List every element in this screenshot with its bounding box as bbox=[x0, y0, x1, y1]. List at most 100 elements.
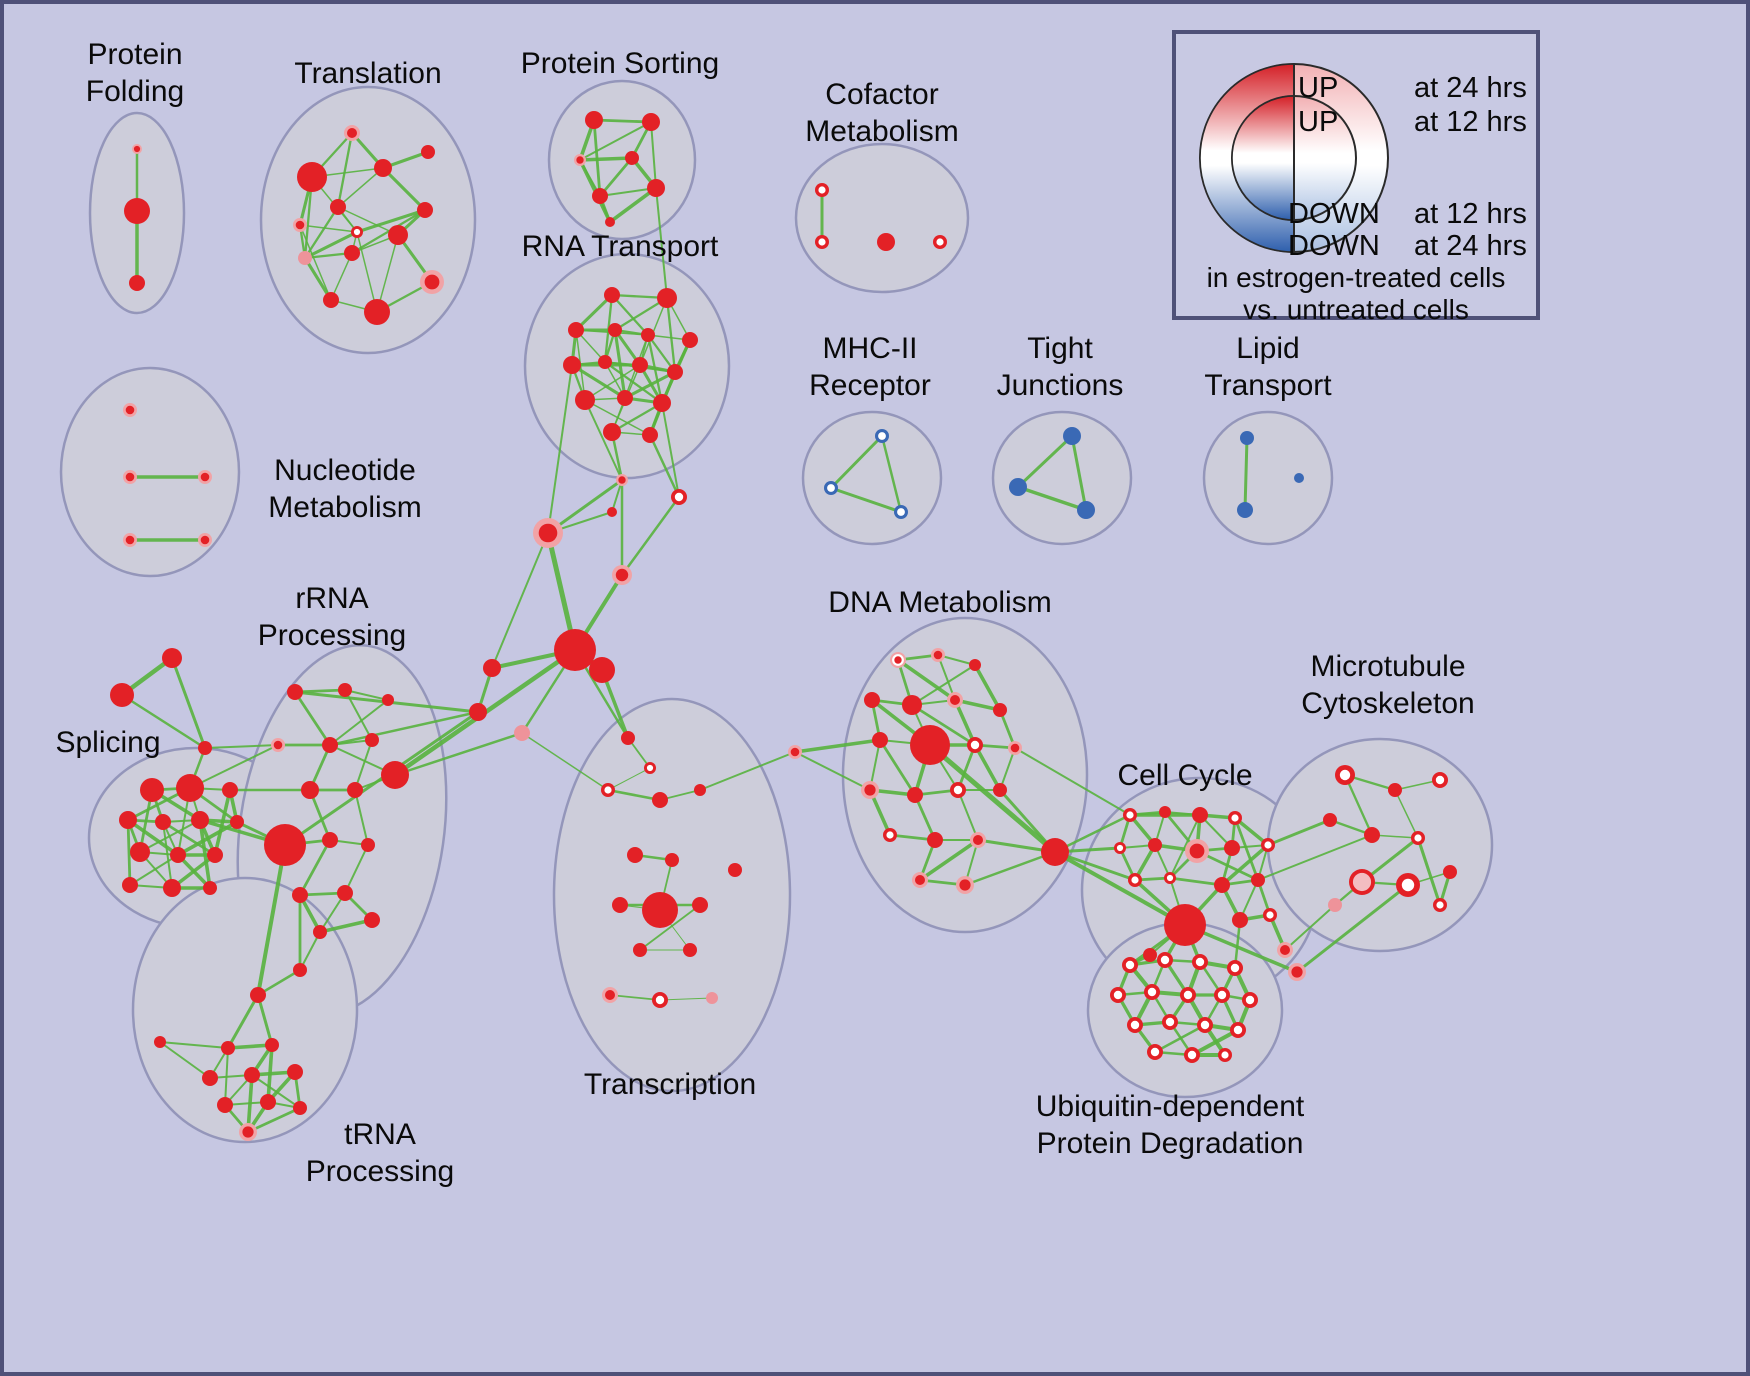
edge bbox=[1394, 789, 1419, 839]
node-rr10 bbox=[322, 832, 338, 848]
edge bbox=[956, 743, 977, 792]
node-rr3 bbox=[382, 694, 394, 706]
node-cc10 bbox=[1131, 876, 1139, 884]
cluster-label-nucleotide-metabolism: Nucleotide Metabolism bbox=[268, 452, 421, 526]
edge bbox=[973, 663, 1002, 712]
node-lt2 bbox=[1237, 502, 1253, 518]
edge bbox=[1416, 836, 1442, 907]
legend-box: UP at 24 hrs UP at 12 hrs DOWN at 12 hrs… bbox=[1172, 30, 1540, 325]
label-line: Tight bbox=[1027, 332, 1093, 365]
edge bbox=[913, 793, 937, 842]
edge bbox=[393, 731, 524, 777]
node-dm14 bbox=[993, 783, 1007, 797]
node-tn5 bbox=[244, 1067, 260, 1083]
edge bbox=[648, 433, 681, 499]
edge bbox=[963, 850, 1057, 887]
label-line: Junctions bbox=[996, 369, 1124, 402]
node-sp1 bbox=[140, 778, 164, 802]
edge bbox=[584, 364, 641, 401]
node-sp12 bbox=[163, 879, 181, 897]
node-ub12 bbox=[1200, 1020, 1210, 1030]
cluster-region-lt bbox=[1202, 410, 1334, 546]
edge bbox=[1169, 814, 1201, 879]
node-nm4 bbox=[125, 535, 135, 545]
legend-caption-line: in estrogen-treated cells bbox=[1206, 262, 1506, 293]
node-cc6 bbox=[1148, 838, 1162, 852]
node-mc10 bbox=[1436, 901, 1444, 909]
edge bbox=[120, 693, 207, 750]
node-rt4 bbox=[608, 323, 622, 337]
node-sp11 bbox=[122, 877, 138, 893]
node-mh2 bbox=[827, 484, 835, 492]
node-pf1 bbox=[133, 145, 141, 153]
edge bbox=[298, 838, 332, 897]
node-dm11 bbox=[864, 784, 876, 796]
node-c3 bbox=[538, 523, 558, 543]
edge bbox=[337, 206, 399, 236]
edge bbox=[1233, 918, 1242, 970]
node-dm12 bbox=[907, 787, 923, 803]
edge bbox=[603, 360, 664, 405]
node-cc14 bbox=[1232, 912, 1248, 928]
cluster-label-trna-processing: tRNA Processing bbox=[306, 1116, 454, 1190]
label-line: Translation bbox=[294, 57, 442, 90]
edge bbox=[246, 1106, 302, 1134]
edge bbox=[620, 495, 681, 577]
node-cc15 bbox=[1266, 911, 1274, 919]
node-cc12 bbox=[1214, 877, 1230, 893]
cluster-region-cf bbox=[794, 142, 970, 294]
edge bbox=[337, 167, 384, 208]
legend-down-24-direction: DOWN bbox=[1288, 230, 1380, 262]
edge bbox=[610, 293, 650, 337]
edge bbox=[1168, 876, 1224, 887]
node-ub8 bbox=[1217, 990, 1227, 1000]
edge bbox=[1266, 818, 1332, 847]
node-m2 bbox=[469, 703, 487, 721]
edge bbox=[1053, 850, 1137, 882]
edge bbox=[613, 296, 669, 332]
node-mc1 bbox=[1339, 769, 1351, 781]
edge bbox=[1233, 816, 1270, 847]
node-dm6 bbox=[950, 695, 960, 705]
edge bbox=[303, 256, 333, 302]
node-cc3 bbox=[1192, 807, 1208, 823]
node-tx9 bbox=[692, 897, 708, 913]
node-tr5 bbox=[330, 199, 346, 215]
node-dm8 bbox=[872, 732, 888, 748]
node-cc11 bbox=[1166, 874, 1174, 882]
edge bbox=[318, 918, 374, 934]
legend-caption-line: vs. untreated cells bbox=[1243, 294, 1469, 325]
edge bbox=[226, 1043, 274, 1050]
edge bbox=[226, 993, 260, 1050]
edge bbox=[878, 738, 917, 797]
node-ub5 bbox=[1113, 990, 1123, 1000]
cluster-label-translation: Translation bbox=[294, 55, 441, 92]
node-cf2 bbox=[818, 238, 826, 246]
node-ub1 bbox=[1125, 960, 1135, 970]
edge bbox=[639, 904, 701, 951]
node-dm4 bbox=[864, 692, 880, 708]
node-rr8 bbox=[347, 782, 363, 798]
edge bbox=[129, 854, 179, 886]
label-line: Ubiquitin-dependent bbox=[1035, 1090, 1305, 1123]
node-mclink bbox=[1291, 966, 1303, 978]
edge bbox=[204, 744, 279, 749]
node-ps3 bbox=[576, 156, 584, 164]
edge bbox=[161, 820, 217, 857]
node-dm1 bbox=[894, 656, 902, 664]
node-mc2 bbox=[1388, 783, 1402, 797]
edge bbox=[126, 818, 180, 857]
node-ps5 bbox=[592, 188, 608, 204]
node-dm9 bbox=[970, 740, 980, 750]
node-rt3 bbox=[568, 322, 584, 338]
node-bm bbox=[790, 747, 800, 757]
node-lt1 bbox=[1240, 431, 1254, 445]
label-line: Microtubule bbox=[1310, 650, 1466, 683]
node-tr9 bbox=[388, 225, 408, 245]
edge bbox=[584, 399, 623, 481]
node-rr2 bbox=[338, 683, 352, 697]
node-cc16 bbox=[1143, 948, 1157, 962]
edge bbox=[599, 187, 657, 197]
node-sp8 bbox=[130, 842, 150, 862]
edge bbox=[1233, 816, 1260, 882]
